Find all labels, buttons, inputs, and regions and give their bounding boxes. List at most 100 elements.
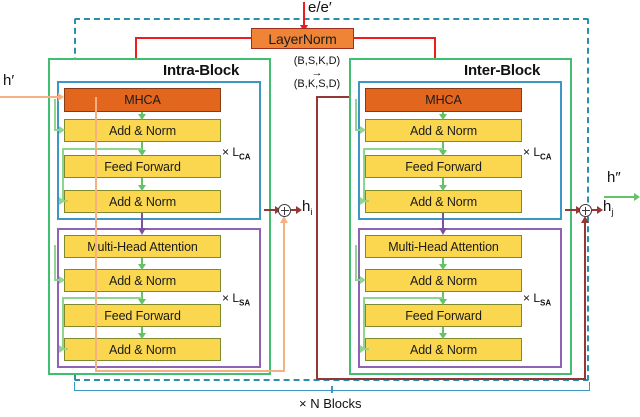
- intra-sa-repeat-sub: SA: [239, 298, 251, 308]
- inter-flow-arrow-7: [439, 333, 447, 339]
- intra-ca-addnorm2-node[interactable]: Add & Norm: [64, 190, 221, 213]
- inter-residual-2-arrowhead: [360, 197, 366, 205]
- inter-residual-3-vertical: [355, 245, 357, 281]
- inter-flow-mha-to-addnorm3: [442, 258, 444, 266]
- intra-multihead-attention-node[interactable]: Multi-Head Attention: [64, 235, 221, 258]
- intra-mhca-node[interactable]: MHCA: [64, 88, 221, 112]
- top-input-label: e/e′: [308, 0, 332, 16]
- intra-to-sum-line: [264, 209, 277, 211]
- darkred-loop-bottom-horizontal: [316, 378, 586, 380]
- inter-residual-4-vertical: [363, 297, 365, 349]
- h-double-prime-label: h″: [607, 169, 621, 186]
- inter-sa-addnorm2-node[interactable]: Add & Norm: [365, 338, 522, 361]
- inter-ca-feedforward-node[interactable]: Feed Forward: [365, 155, 522, 178]
- intra-mhca-label: MHCA: [124, 93, 161, 107]
- intra-sum-plus-icon: [278, 204, 291, 217]
- intra-residual-2-horizontal-bottom: [62, 200, 68, 202]
- n-blocks-text: × N Blocks: [299, 396, 362, 411]
- orange-loop-bottom-horizontal: [95, 370, 285, 372]
- inter-multihead-attention-label: Multi-Head Attention: [388, 239, 499, 254]
- inter-multihead-attention-node[interactable]: Multi-Head Attention: [365, 235, 522, 258]
- intra-block-title-text: Intra-Block: [163, 62, 240, 79]
- inter-to-sum-line: [565, 209, 578, 211]
- intra-sa-addnorm1-node[interactable]: Add & Norm: [64, 269, 221, 292]
- intra-sa-addnorm1-label: Add & Norm: [108, 273, 177, 288]
- sum-to-hj-line: [592, 209, 600, 211]
- inter-sa-feedforward-label: Feed Forward: [405, 308, 482, 323]
- intra-residual-2-vertical: [62, 148, 64, 202]
- hi-to-inter-vertical: [316, 96, 318, 211]
- inter-flow-arrow-6: [439, 299, 447, 305]
- inter-flow-arrow-3: [439, 185, 447, 191]
- intra-residual-2-arrowhead: [59, 197, 65, 205]
- intra-flow-mha-to-addnorm3: [141, 258, 143, 266]
- hj-output-sub: j: [611, 207, 614, 217]
- intra-sa-addnorm2-label: Add & Norm: [108, 342, 177, 357]
- darkred-loop-arrowhead: [581, 216, 589, 223]
- inter-flow-arrow-1: [439, 114, 447, 120]
- intra-flow-addnorm1-to-ff: [141, 142, 143, 152]
- inter-residual-4-arrowhead: [360, 345, 366, 353]
- intra-residual-4-horizontal-bottom: [62, 348, 68, 350]
- layernorm-node[interactable]: LayerNorm: [251, 28, 354, 49]
- inter-self-attention-repeat-label: × LSA: [523, 291, 551, 307]
- inter-ca-addnorm2-node[interactable]: Add & Norm: [365, 190, 522, 213]
- intra-residual-3-vertical: [54, 245, 56, 281]
- orange-loop-arrowhead: [280, 216, 288, 223]
- sum-to-hi-arrowhead: [296, 206, 302, 214]
- intra-flow-arrow-7: [138, 333, 146, 339]
- intra-residual-2-horizontal-top: [62, 148, 142, 150]
- inter-mhca-label: MHCA: [425, 93, 462, 107]
- inter-residual-1-arrowhead: [360, 126, 366, 134]
- inter-residual-2-horizontal-top: [363, 148, 443, 150]
- intra-residual-4-vertical: [62, 297, 64, 349]
- inter-sa-repeat-text: × L: [523, 291, 541, 305]
- inter-sa-repeat-sub: SA: [540, 298, 552, 308]
- inter-ca-feedforward-label: Feed Forward: [405, 159, 482, 174]
- darkred-loop-right-vertical: [584, 222, 586, 380]
- intra-ca-feedforward-label: Feed Forward: [104, 159, 181, 174]
- inter-flow-arrow-5: [439, 264, 447, 270]
- h-double-prime-output-arrowhead: [634, 193, 640, 201]
- inter-mhca-node[interactable]: MHCA: [365, 88, 522, 112]
- inter-residual-4-horizontal-bottom: [363, 348, 369, 350]
- intra-ca-addnorm1-node[interactable]: Add & Norm: [64, 119, 221, 142]
- intra-sa-repeat-text: × L: [222, 291, 240, 305]
- inter-sa-addnorm1-node[interactable]: Add & Norm: [365, 269, 522, 292]
- intra-flow-ca-to-sa: [141, 213, 143, 231]
- inter-flow-arrow-4: [439, 228, 447, 235]
- sum-to-hi-line: [291, 209, 299, 211]
- intra-ca-addnorm1-label: Add & Norm: [108, 123, 177, 138]
- intra-ca-repeat-text: × L: [222, 145, 240, 159]
- inter-mhca-keyvalue-horizontal: [316, 96, 358, 98]
- intra-ca-repeat-sub: CA: [239, 152, 251, 162]
- n-blocks-bracket-tick: [331, 386, 333, 393]
- h-prime-input-arrowhead: [58, 93, 64, 101]
- intra-flow-arrow-3: [138, 185, 146, 191]
- orange-loop-left-vertical: [95, 97, 97, 372]
- intra-residual-1-arrowhead: [59, 126, 65, 134]
- inter-ca-addnorm2-label: Add & Norm: [409, 194, 478, 209]
- intra-residual-1-horizontal: [54, 129, 62, 131]
- inter-cross-attention-repeat-label: × LCA: [523, 145, 552, 161]
- inter-ca-repeat-text: × L: [523, 145, 541, 159]
- hi-output-sub: i: [310, 207, 313, 217]
- intra-ca-feedforward-node[interactable]: Feed Forward: [64, 155, 221, 178]
- hi-output-label: hi: [302, 198, 312, 217]
- inter-flow-addnorm3-to-ff2: [442, 292, 444, 301]
- darkred-loop-left-vertical: [316, 211, 318, 380]
- intra-flow-arrow-2: [138, 150, 146, 156]
- h-prime-input-line: [0, 96, 60, 98]
- layernorm-label: LayerNorm: [268, 30, 337, 47]
- shape-line-1: (B,S,K,D): [293, 55, 341, 67]
- inter-flow-addnorm1-to-ff: [442, 142, 444, 152]
- tensor-shape-note: (B,S,K,D) → (B,K,S,D): [279, 55, 355, 91]
- shape-line-2: →: [311, 66, 323, 79]
- intra-flow-arrow-1: [138, 114, 146, 120]
- inter-block-title-text: Inter-Block: [464, 62, 541, 79]
- intra-sa-addnorm2-node[interactable]: Add & Norm: [64, 338, 221, 361]
- inter-ca-addnorm1-node[interactable]: Add & Norm: [365, 119, 522, 142]
- intra-sa-feedforward-node[interactable]: Feed Forward: [64, 304, 221, 327]
- inter-sa-feedforward-node[interactable]: Feed Forward: [365, 304, 522, 327]
